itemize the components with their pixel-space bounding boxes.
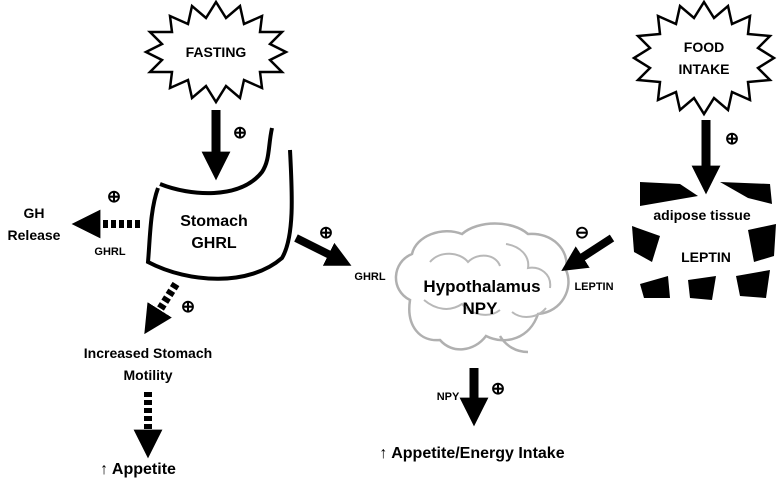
stomach-outline-inner bbox=[159, 127, 274, 196]
brain-stem bbox=[498, 335, 529, 354]
food-intake-star-shape bbox=[631, 0, 777, 117]
leptin-brain-label: LEPTIN bbox=[574, 281, 613, 293]
adipose-blob bbox=[748, 224, 776, 262]
adipose-blob bbox=[720, 182, 772, 204]
food-intake-starburst: FOOD INTAKE bbox=[631, 0, 777, 117]
stomach: Stomach GHRL bbox=[145, 127, 294, 281]
adipose-title: adipose tissue bbox=[653, 207, 750, 223]
appetite-left-label: ↑ Appetite bbox=[100, 461, 176, 478]
fasting-starburst: FASTING bbox=[143, 0, 289, 105]
appetite-energy-label: ↑ Appetite/Energy Intake bbox=[379, 445, 564, 462]
hypothalamus-label: Hypothalamus bbox=[423, 277, 540, 296]
gh-label-line1: GH bbox=[24, 205, 45, 221]
adipose-blob bbox=[736, 270, 770, 298]
food-intake-label-line1: FOOD bbox=[684, 39, 724, 55]
adipose-hormone: LEPTIN bbox=[681, 249, 731, 265]
sign-fasting-to-stomach: ⊕ bbox=[233, 123, 247, 142]
arrow-adipose-to-brain bbox=[561, 234, 615, 271]
sign-brain-to-appetite: ⊕ bbox=[491, 379, 505, 398]
gh-label-line2: Release bbox=[8, 227, 61, 243]
ghrl-gh-label: GHRL bbox=[94, 246, 125, 258]
sign-stomach-to-brain: ⊕ bbox=[319, 223, 333, 242]
brain-fold bbox=[429, 252, 501, 267]
brain-fold bbox=[423, 299, 501, 316]
npy-out-label: NPY bbox=[437, 391, 460, 403]
stomach-outline-outer bbox=[145, 149, 294, 281]
npy-label: NPY bbox=[463, 299, 499, 318]
adipose-blob bbox=[640, 182, 698, 206]
brain-fold bbox=[511, 307, 547, 318]
motility-label-line1: Increased Stomach bbox=[84, 345, 212, 361]
fasting-star-shape bbox=[143, 0, 289, 105]
brain: Hypothalamus NPY bbox=[394, 222, 570, 354]
fasting-label: FASTING bbox=[186, 44, 247, 60]
arrow-stomach-to-motility bbox=[144, 281, 180, 335]
arrow-stomach-to-brain bbox=[294, 234, 352, 266]
ghrl-brain-label: GHRL bbox=[354, 271, 385, 283]
motility-label-line2: Motility bbox=[124, 367, 173, 383]
stomach-label-line1: Stomach bbox=[180, 213, 248, 230]
sign-stomach-to-gh: ⊕ bbox=[107, 187, 121, 206]
sign-adipose-to-brain: ⊖ bbox=[575, 223, 589, 242]
sign-food-to-adipose: ⊕ bbox=[725, 129, 739, 148]
food-intake-label-line2: INTAKE bbox=[678, 61, 729, 77]
stomach-label-line2: GHRL bbox=[191, 235, 237, 252]
sign-stomach-to-motility: ⊕ bbox=[181, 297, 195, 316]
adipose-tissue: adipose tissue LEPTIN bbox=[632, 182, 776, 300]
adipose-blob bbox=[640, 276, 670, 298]
adipose-blob bbox=[688, 276, 716, 300]
adipose-blob bbox=[632, 226, 660, 262]
brain-fold bbox=[505, 243, 552, 289]
